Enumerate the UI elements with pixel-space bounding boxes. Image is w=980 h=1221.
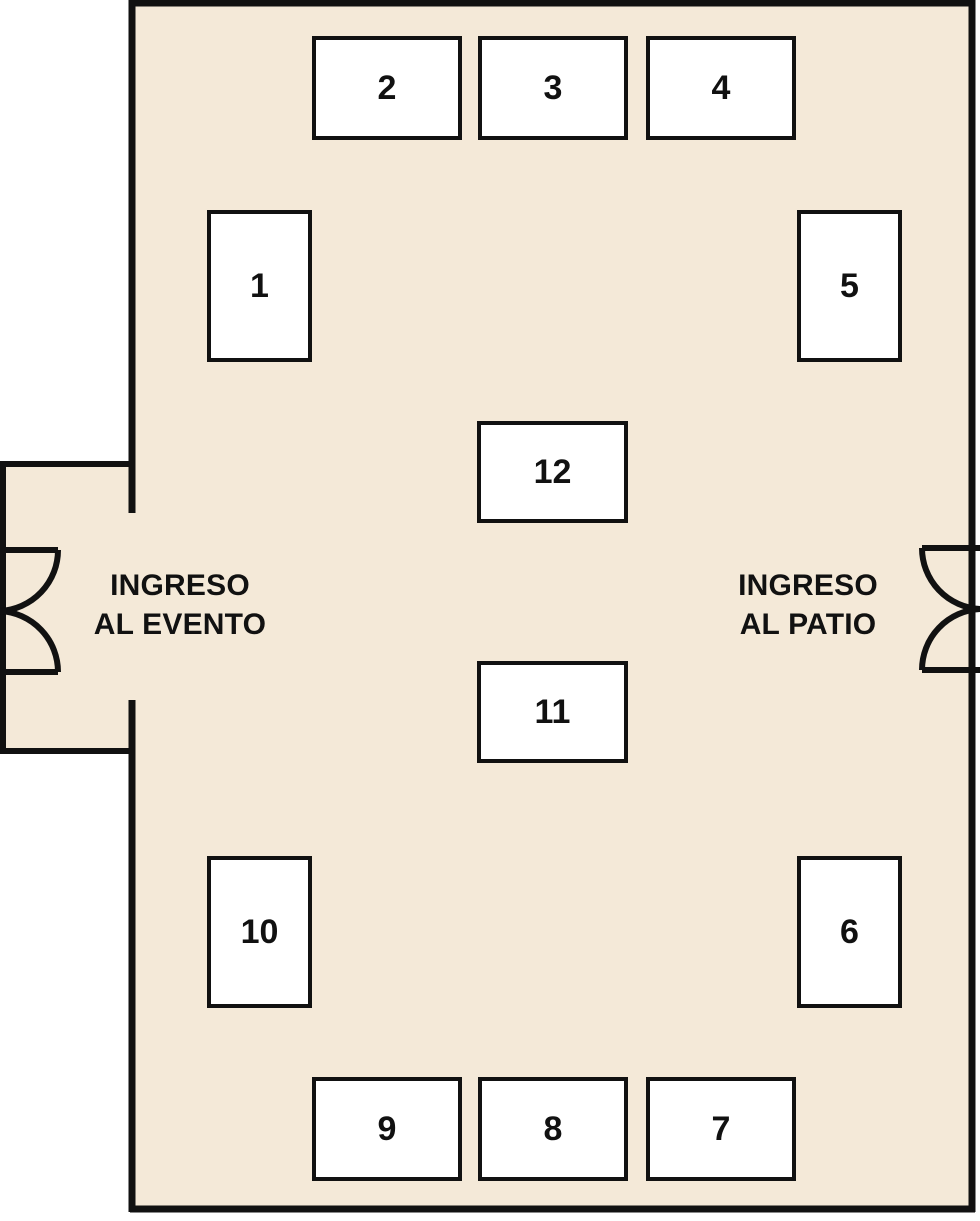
table-6[interactable]: 6 [797, 856, 902, 1008]
door-right-lower-swing-icon [918, 606, 980, 671]
table-3[interactable]: 3 [478, 36, 628, 140]
table-1[interactable]: 1 [207, 210, 312, 362]
table-8[interactable]: 8 [478, 1077, 628, 1181]
table-10[interactable]: 10 [207, 856, 312, 1008]
table-7[interactable]: 7 [646, 1077, 796, 1181]
table-2[interactable]: 2 [312, 36, 462, 140]
door-left-lower-swing-icon [0, 608, 62, 673]
door-left-upper-swing-icon [0, 549, 62, 614]
table-11[interactable]: 11 [477, 661, 628, 763]
table-9[interactable]: 9 [312, 1077, 462, 1181]
table-4[interactable]: 4 [646, 36, 796, 140]
table-12[interactable]: 12 [477, 421, 628, 523]
main-hall-floor [130, 0, 975, 1212]
table-5[interactable]: 5 [797, 210, 902, 362]
door-right-upper-swing-icon [918, 547, 980, 612]
left-vestibule-wall [0, 461, 132, 754]
